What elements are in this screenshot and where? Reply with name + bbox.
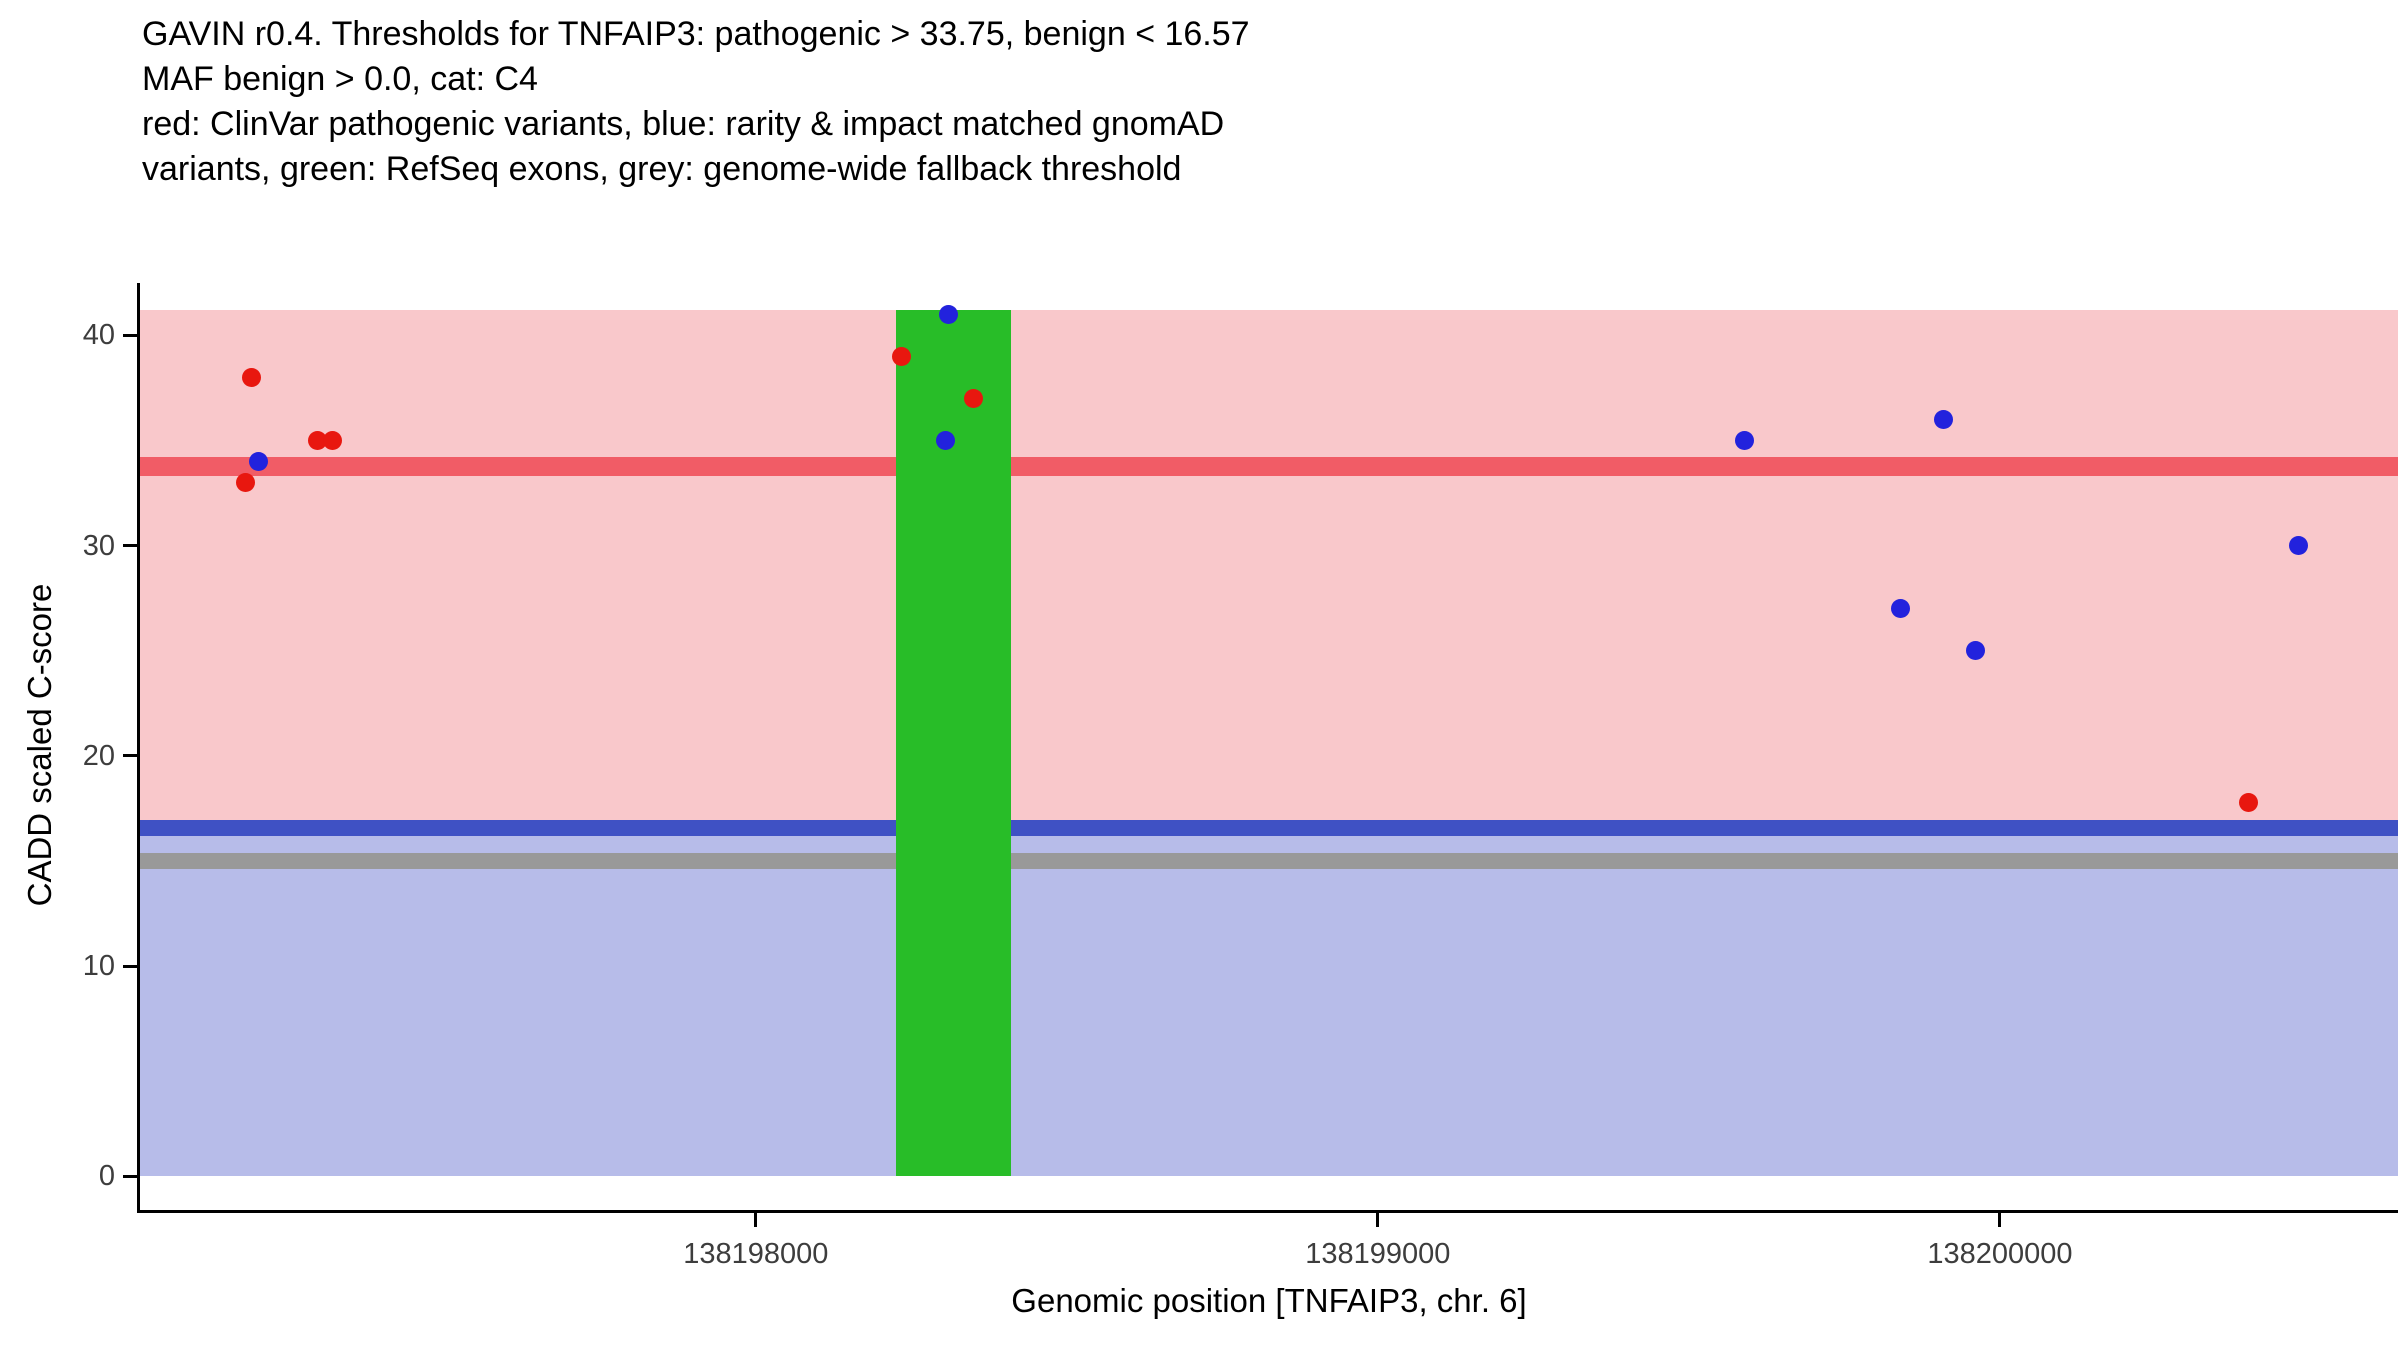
chart-title: GAVIN r0.4. Thresholds for TNFAIP3: path… — [142, 12, 1250, 192]
gnomad-matched-variant-point — [1934, 410, 1954, 430]
clinvar-pathogenic-variant-point — [323, 431, 343, 451]
clinvar-pathogenic-variant-point — [307, 431, 327, 451]
y-tick-label: 30 — [82, 529, 115, 562]
x-tick-label: 138200000 — [1927, 1238, 2073, 1270]
clinvar-pathogenic-variant-point — [892, 346, 912, 366]
y-tick-mark — [123, 544, 137, 548]
chart-title-line-3: red: ClinVar pathogenic variants, blue: … — [142, 105, 1225, 143]
y-tick-label: 20 — [82, 739, 115, 772]
y-tick-label: 10 — [82, 950, 115, 983]
gnomad-matched-variant-point — [1890, 599, 1910, 619]
gnomad-matched-variant-point — [2288, 536, 2308, 556]
clinvar-pathogenic-variant-point — [964, 389, 984, 409]
gnomad-matched-variant-point — [1735, 431, 1755, 451]
clinvar-pathogenic-variant-point — [2239, 792, 2259, 812]
y-axis-line — [137, 283, 140, 1213]
y-tick-mark — [123, 754, 137, 758]
benign-threshold-band — [140, 819, 2398, 837]
x-tick-label: 138199000 — [1305, 1238, 1451, 1270]
chart-title-line-2: MAF benign > 0.0, cat: C4 — [142, 60, 538, 98]
gnomad-matched-variant-point — [939, 304, 959, 324]
pathogenic-threshold-band — [140, 457, 2398, 477]
genome-wide-fallback-threshold-band — [140, 852, 2398, 870]
refseq-exon — [895, 310, 1011, 1177]
y-tick-mark — [123, 333, 137, 337]
y-tick-label: 0 — [98, 1160, 115, 1193]
x-tick-mark — [1998, 1213, 2002, 1227]
x-axis-label: Genomic position [TNFAIP3, chr. 6] — [1011, 1282, 1527, 1319]
y-tick-mark — [123, 964, 137, 968]
y-tick-mark — [123, 1174, 137, 1178]
x-axis-line — [137, 1210, 2398, 1213]
gnomad-matched-variant-point — [248, 452, 268, 472]
clinvar-pathogenic-variant-point — [242, 368, 262, 387]
x-tick-mark — [1376, 1213, 1380, 1227]
clinvar-pathogenic-variant-point — [236, 473, 256, 493]
gnomad-matched-variant-point — [1965, 641, 1985, 661]
plot-panel — [140, 285, 2398, 1210]
y-tick-label: 40 — [82, 319, 115, 352]
x-tick-label: 138198000 — [683, 1238, 829, 1270]
benign-zone — [140, 828, 2398, 1177]
above-benign-zone — [140, 310, 2398, 828]
x-tick-mark — [754, 1213, 758, 1227]
chart-title-line-4: variants, green: RefSeq exons, grey: gen… — [142, 150, 1182, 188]
gnomad-matched-variant-point — [936, 431, 956, 451]
chart-title-line-1: GAVIN r0.4. Thresholds for TNFAIP3: path… — [142, 15, 1250, 53]
